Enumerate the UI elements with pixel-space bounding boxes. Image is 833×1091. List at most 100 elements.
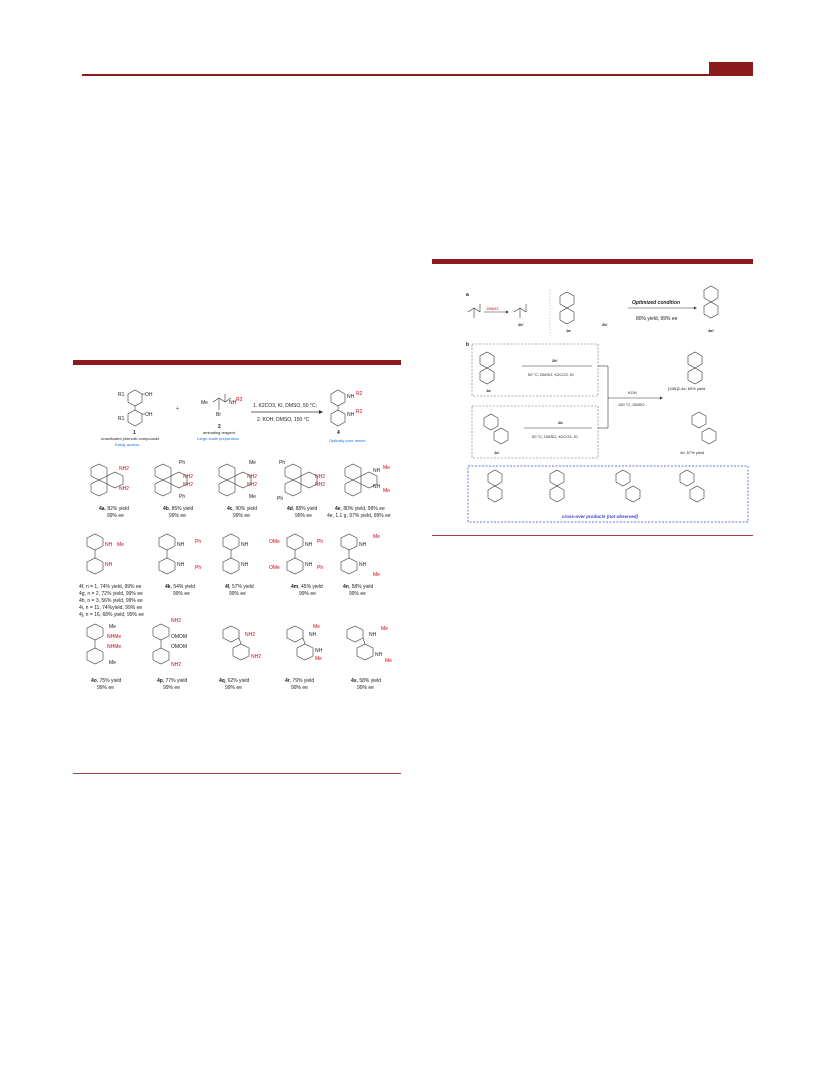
svg-text:4k, 54% yield: 4k, 54% yield bbox=[165, 584, 195, 590]
sm1-r1-top: R1 bbox=[118, 392, 125, 398]
4p-nh2-bottom: NH2 bbox=[171, 662, 181, 668]
4n-yield: , 58% yield bbox=[349, 584, 374, 590]
4f-nh-top: NH bbox=[105, 542, 113, 548]
4d-nh2-top: NH2 bbox=[315, 474, 325, 480]
4o-yield: , 75% yield bbox=[97, 678, 122, 684]
part-b-top-sm-label: 1a bbox=[486, 388, 491, 393]
part-a-2b-label: 2b' bbox=[602, 322, 608, 327]
part-b-prod2-label: 4d, 57% yield bbox=[680, 450, 704, 455]
4n-nh-bottom: NH bbox=[359, 562, 367, 568]
4m-id: 4m bbox=[291, 584, 299, 590]
4e-me-bottom: Me bbox=[383, 488, 390, 494]
sm1-desc: unactivated phenolic compounds bbox=[101, 436, 159, 441]
4c-yield: , 90% yield bbox=[233, 506, 258, 512]
4l-ome-bottom: OMe bbox=[269, 565, 280, 571]
4r-ee: 99% ee bbox=[291, 685, 308, 691]
product4-number: 4 bbox=[337, 430, 340, 436]
4l-yield: , 57% yield bbox=[229, 584, 254, 590]
part-a-product bbox=[703, 285, 719, 319]
part-b-top-sm bbox=[479, 351, 495, 385]
4d-yield: , 88% yield bbox=[293, 506, 318, 512]
4s-yield: , 58% yield bbox=[357, 678, 382, 684]
4o-nhme-bottom: NHMe bbox=[107, 644, 121, 650]
4d-id: 4d bbox=[287, 506, 293, 512]
product4-r2-bottom: R2 bbox=[356, 409, 363, 415]
4b-ph-top: Ph bbox=[179, 460, 185, 466]
4a-nh2-top: NH2 bbox=[119, 466, 129, 472]
product4-nh-top: NH bbox=[347, 394, 355, 400]
4r-yield: , 79% yield bbox=[290, 678, 315, 684]
4l-nh-top: NH bbox=[241, 542, 249, 548]
4r-nh-top: NH bbox=[309, 632, 317, 638]
svg-text:4s, 58% yield: 4s, 58% yield bbox=[351, 678, 381, 684]
sm2-nh: NH bbox=[229, 400, 237, 406]
4c-ee: 99% ee bbox=[233, 513, 250, 519]
sm2-number: 2 bbox=[218, 424, 221, 430]
sm2-desc: aminating reagent bbox=[203, 430, 236, 435]
part-b-top-reagent: 2b' bbox=[552, 358, 558, 363]
4k-yield: , 54% yield bbox=[171, 584, 196, 590]
4l-ome-top: OMe bbox=[269, 539, 280, 545]
4f-nh-bottom: NH bbox=[105, 562, 113, 568]
crossover-label: cross-over products (not observed) bbox=[562, 514, 639, 519]
4e-id: 4e bbox=[335, 506, 341, 512]
part-a-sm-label: 1a bbox=[566, 328, 571, 333]
4m-yield: , 45% yield bbox=[298, 584, 323, 590]
part-b-main-arrowhead bbox=[660, 396, 663, 400]
4n-me-bottom: Me bbox=[373, 572, 380, 578]
4e-nh-bottom: NH bbox=[373, 484, 381, 490]
4s-ee: 99% ee bbox=[357, 685, 374, 691]
4p-omom-top: OMOM bbox=[171, 634, 187, 640]
crossover-structures bbox=[487, 469, 705, 503]
4r-me-top: Me bbox=[313, 624, 320, 630]
4d-ph-top: Ph bbox=[279, 460, 285, 466]
4e-me-top: Me bbox=[383, 465, 390, 471]
4l-id: 4l bbox=[225, 584, 230, 590]
4e-nh-top: NH bbox=[373, 468, 381, 474]
4p-nh2-top: NH2 bbox=[171, 618, 181, 624]
4p-ee: 99% ee bbox=[163, 685, 180, 691]
4s-nh-bottom: NH bbox=[375, 652, 383, 658]
part-b-koh: KOH bbox=[628, 390, 637, 395]
4k-nh-bottom: NH bbox=[177, 562, 185, 568]
4c-nh2-top: NH2 bbox=[247, 474, 257, 480]
part-a-reagent: 15NH3 bbox=[486, 306, 499, 311]
4j-line: 4j, n = 16, 68% yield, 99% ee bbox=[79, 612, 144, 618]
4m-ph-top: Ph bbox=[317, 539, 323, 545]
4b-nh2-bottom: NH2 bbox=[183, 482, 193, 488]
4c-nh2-bottom: NH2 bbox=[247, 482, 257, 488]
sm1-number: 1 bbox=[133, 430, 136, 436]
part-b-koh-cond: 150 °C, DMSO bbox=[618, 402, 645, 407]
4k-ph-bottom: Ph bbox=[195, 565, 201, 571]
svg-text:4l, 57% yield: 4l, 57% yield bbox=[225, 584, 254, 590]
sm1-oh-bottom: OH bbox=[145, 412, 153, 418]
4n-id: 4n bbox=[343, 584, 349, 590]
svg-text:4c, 90% yield: 4c, 90% yield bbox=[227, 506, 257, 512]
4q-nh2-top: NH2 bbox=[245, 632, 255, 638]
part-a-intermediate bbox=[513, 304, 527, 318]
4k-ph-top: Ph bbox=[195, 539, 201, 545]
sm1-oh-top: OH bbox=[145, 392, 153, 398]
svg-text:4d, 88% yield: 4d, 88% yield bbox=[287, 506, 318, 512]
svg-text:4o, 75% yield: 4o, 75% yield bbox=[91, 678, 122, 684]
part-b-bottom-sm-label: 1d bbox=[494, 450, 499, 455]
right-scheme-top-rule bbox=[432, 259, 753, 264]
4q-id: 4q bbox=[219, 678, 225, 684]
part-b-top-box bbox=[471, 343, 599, 397]
4n-me-top: Me bbox=[373, 534, 380, 540]
right-scheme: a 15NH3 2b' 1a 2b' Optimized condition 8… bbox=[466, 285, 749, 523]
svg-text:4b, 85% yield: 4b, 85% yield bbox=[163, 506, 194, 512]
part-b-bottom-reagent: 2b bbox=[558, 420, 563, 425]
part-a-bromoamide bbox=[467, 304, 481, 318]
part-b-prod2 bbox=[691, 411, 717, 445]
4s-id: 4s bbox=[351, 678, 357, 684]
svg-text:4e, 80% yield, 99% ee: 4e, 80% yield, 99% ee bbox=[335, 506, 385, 512]
4b-id: 4b bbox=[163, 506, 169, 512]
part-a-arrow1-head bbox=[506, 310, 509, 314]
left-scheme-top-rule bbox=[73, 360, 401, 365]
header-rule bbox=[82, 74, 752, 76]
sm2-structure bbox=[212, 394, 232, 410]
part-b-prod1-label: [15N]2-4a, 60% yield bbox=[668, 386, 705, 391]
part-b-top-cond: 50 °C, DMSO, K2CO3, KI bbox=[528, 372, 574, 377]
4o-me-top: Me bbox=[109, 624, 116, 630]
